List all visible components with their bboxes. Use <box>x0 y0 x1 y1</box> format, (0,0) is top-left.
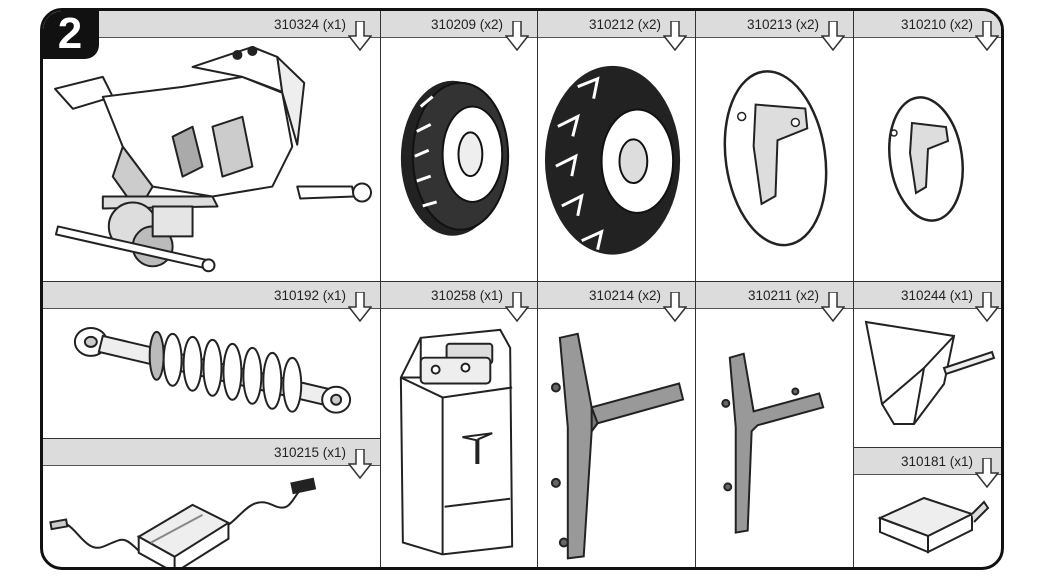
parts-list-sheet: 2 310324 (x1) <box>40 8 1004 570</box>
down-arrow-icon <box>348 292 372 322</box>
rear-tire-illustration <box>544 65 681 255</box>
part-cell-310215: 310215 (x1) <box>43 439 381 567</box>
part-cell-310211: 310211 (x2) <box>696 282 854 567</box>
battery-pack-illustration <box>399 328 514 556</box>
part-label-310324: 310324 (x1) <box>273 17 346 32</box>
down-arrow-icon <box>348 449 372 479</box>
part-cell-310210: 310210 (x2) <box>854 11 1001 282</box>
part-cell-310181: 310181 (x1) <box>854 448 1001 567</box>
front-tire-illustration <box>400 80 510 236</box>
part-label-310214: 310214 (x2) <box>588 288 661 303</box>
part-cell-310213: 310213 (x2) <box>696 11 854 282</box>
down-arrow-icon <box>663 292 687 322</box>
part-label-310192: 310192 (x1) <box>273 288 346 303</box>
down-arrow-icon <box>821 292 845 322</box>
part-cell-310258: 310258 (x1) <box>381 282 538 567</box>
part-cell-310324: 310324 (x1) <box>43 11 381 282</box>
down-arrow-icon <box>348 21 372 51</box>
down-arrow-icon <box>663 21 687 51</box>
down-arrow-icon <box>975 292 999 322</box>
down-arrow-icon <box>821 21 845 51</box>
part-label-310211: 310211 (x2) <box>747 288 819 303</box>
down-arrow-icon <box>505 21 529 51</box>
part-label-310244: 310244 (x1) <box>900 288 973 303</box>
step-number-badge: 2 <box>43 11 99 59</box>
part-label-310212: 310212 (x2) <box>588 17 661 32</box>
down-arrow-icon <box>975 21 999 51</box>
small-swing-arm-illustration <box>721 352 825 534</box>
shock-absorber-illustration <box>73 326 352 414</box>
large-hub-cover-illustration <box>723 70 828 247</box>
charger-illustration <box>49 477 317 567</box>
front-fork-housing-illustration <box>864 320 996 425</box>
down-arrow-icon <box>505 292 529 322</box>
part-label-310215: 310215 (x1) <box>273 445 346 460</box>
part-label-310210: 310210 (x2) <box>900 17 973 32</box>
part-label-310258: 310258 (x1) <box>430 288 503 303</box>
part-label-310213: 310213 (x2) <box>746 17 819 32</box>
part-cell-310244: 310244 (x1) <box>854 282 1001 448</box>
part-cell-310192: 310192 (x1) <box>43 282 381 439</box>
part-label-310181: 310181 (x1) <box>900 454 973 469</box>
motorcycle-frame-illustration <box>53 45 373 273</box>
part-cell-310212: 310212 (x2) <box>538 11 696 282</box>
down-arrow-icon <box>975 458 999 488</box>
part-label-310209: 310209 (x2) <box>430 17 503 32</box>
small-hub-cover-illustration <box>888 96 964 222</box>
large-swing-arm-illustration <box>550 332 685 560</box>
bracket-illustration <box>877 496 990 554</box>
part-cell-310209: 310209 (x2) <box>381 11 538 282</box>
part-cell-310214: 310214 (x2) <box>538 282 696 567</box>
